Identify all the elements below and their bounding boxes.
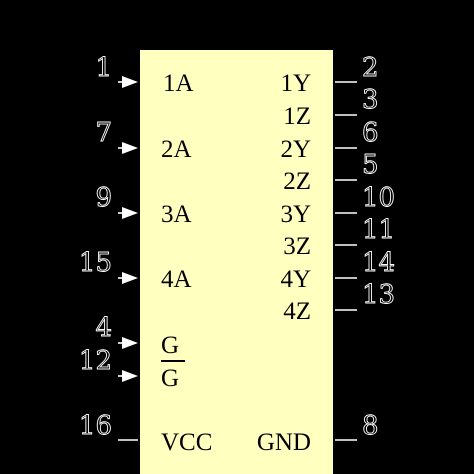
right-pin-3: 3 1Z [283,85,379,130]
pin-number: 5 [362,150,379,180]
signal-label: 2Z [283,168,311,195]
pin-number: 8 [362,411,379,441]
signal-label: G [161,332,179,359]
pin-number: 14 [362,248,395,278]
pin-number: 7 [95,118,112,148]
input-arrow-icon [122,337,138,349]
pin-number: 2 [362,53,379,83]
pin-number: 6 [362,118,379,148]
vcc-label: VCC [161,429,212,456]
signal-label: 3Z [283,233,311,260]
left-pin-1: 1 1A [95,53,194,97]
left-pin-7: 7 2A [95,118,192,163]
left-pin-12-enable-bar: 12 G [78,346,185,392]
gnd-label: GND [257,429,311,456]
left-pin-15: 15 4A [78,248,192,293]
pin-number: 16 [79,411,112,441]
signal-label: 3A [161,201,192,228]
input-arrow-icon [122,207,138,219]
signal-label: 1A [163,70,194,97]
left-pin-4-enable: 4 G [95,313,179,359]
left-pin-9: 9 3A [95,183,192,228]
right-pin-14: 14 4Y [280,248,395,293]
signal-label: 4Y [280,266,311,293]
signal-label: G [161,365,179,392]
signal-label: 1Y [280,70,311,97]
input-arrow-icon [122,76,138,88]
pin-number: 4 [95,313,112,343]
pin-number: 10 [362,183,395,213]
pin-number: 9 [95,183,112,213]
signal-label: 2A [161,136,192,163]
pin-number: 1 [95,53,112,83]
signal-label: 4Z [283,298,311,325]
input-arrow-icon [122,142,138,154]
right-pin-10: 10 3Y [280,183,395,228]
pin-number: 12 [79,346,112,376]
pin-number: 11 [362,215,395,245]
signal-label: 1Z [283,103,311,130]
signal-label: 4A [161,266,192,293]
pin-number: 3 [362,85,379,115]
power-pin-gnd: 8 GND [257,411,379,456]
right-pin-11: 11 3Z [283,215,395,260]
right-pin-13: 13 4Z [283,280,395,325]
input-arrow-icon [122,370,138,382]
right-pin-2: 2 1Y [280,53,379,97]
right-pin-6: 6 2Y [280,118,379,163]
signal-label: 2Y [280,136,311,163]
pin-number: 13 [362,280,395,310]
pin-number: 15 [79,248,112,278]
power-pin-vcc: 16 VCC [78,411,212,456]
input-arrow-icon [122,272,138,284]
signal-label: 3Y [280,201,311,228]
right-pin-5: 5 2Z [283,150,379,195]
chip-body [140,50,333,474]
